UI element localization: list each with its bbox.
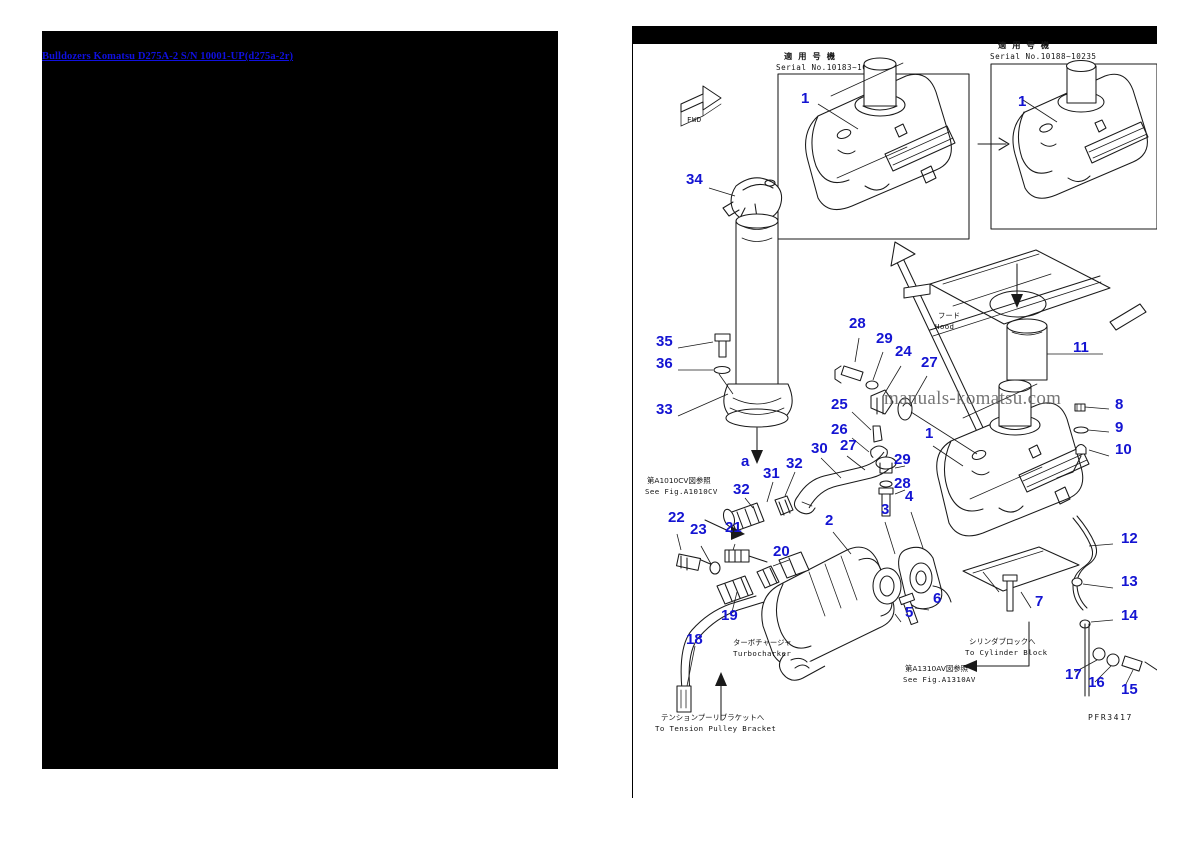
callout-2: 2 <box>825 512 833 529</box>
fig-av-en: See Fig.A1310AV <box>903 675 976 684</box>
fwd-label: FWD <box>687 115 702 124</box>
serial-left-jp: 適 用 号 機 <box>784 51 837 61</box>
callout-8: 8 <box>1115 396 1123 413</box>
callout-15: 15 <box>1121 681 1138 698</box>
tension-pulley-en: To Tension Pulley Bracket <box>655 724 776 733</box>
callout-28: 28 <box>894 475 911 492</box>
callout-36: 36 <box>656 355 673 372</box>
callout-30: 30 <box>811 440 828 457</box>
leader-35 <box>677 341 714 349</box>
callout-32: 32 <box>733 481 750 498</box>
parts-30-32-hose-cluster <box>722 451 906 532</box>
leader-7 <box>1020 591 1032 609</box>
callout-27: 27 <box>921 354 938 371</box>
hood-label-en: Hood <box>935 322 954 331</box>
callout-27: 27 <box>840 437 857 454</box>
callout-5: 5 <box>905 604 913 621</box>
callout-1: 1 <box>801 90 809 107</box>
muffler-mount-bracket <box>962 546 1080 612</box>
callout-33: 33 <box>656 401 673 418</box>
callout-23: 23 <box>690 521 707 538</box>
serial-inset-box-right: 適 用 号 機 Serial No.10188~10235 <box>990 40 1157 230</box>
hood-label-jp: フード <box>938 311 960 320</box>
callout-4: 4 <box>905 488 914 505</box>
callout-1: 1 <box>925 425 933 442</box>
callout-19: 19 <box>721 607 738 624</box>
hood-plate: フード Hood <box>903 249 1147 337</box>
turbo-label-en: Turbocharker <box>733 649 791 658</box>
callout-12: 12 <box>1121 530 1138 547</box>
inset-transfer-arrow <box>977 137 1010 151</box>
callout-22: 22 <box>668 509 685 526</box>
callout-18: 18 <box>686 631 703 648</box>
callout-35: 35 <box>656 333 673 350</box>
parts-18-23-hose <box>675 533 810 713</box>
callout-14: 14 <box>1121 607 1138 624</box>
callout-31: 31 <box>763 465 780 482</box>
cylinder-block-label: シリンダブロックへ To Cylinder Block <box>963 621 1048 672</box>
see-fig-a1310av: 第A1310AV図参照 See Fig.A1310AV <box>903 664 976 684</box>
parts-8-9-10 <box>1056 403 1110 479</box>
diagram-canvas: .ln{fill:none;stroke:#1a1a1a;stroke-widt… <box>633 26 1157 798</box>
muffler-inset-left <box>805 57 956 211</box>
fig-av-jp: 第A1310AV図参照 <box>905 664 969 673</box>
main-muffler-body <box>936 379 1090 537</box>
cyl-block-jp: シリンダブロックへ <box>969 637 1036 646</box>
serial-right-jp: 適 用 号 機 <box>998 40 1051 50</box>
callout-16: 16 <box>1088 674 1105 691</box>
callout-10: 10 <box>1115 441 1132 458</box>
leader-1-main <box>932 445 964 467</box>
serial-inset-box-left: 適 用 号 機 Serial No.10183~10187 <box>776 51 970 240</box>
callout-29: 29 <box>894 451 911 468</box>
callout-11: 11 <box>1073 339 1089 356</box>
callout-1: 1 <box>1018 93 1026 110</box>
drawing-code: PFR3417 <box>1088 713 1133 722</box>
parts-12-13-14-rods <box>1071 515 1114 697</box>
callout-34: 34 <box>686 171 703 188</box>
callout-a: a <box>741 453 750 470</box>
parts-diagram-panel: .ln{fill:none;stroke:#1a1a1a;stroke-widt… <box>632 26 1157 798</box>
serial-right-en: Serial No.10188~10235 <box>990 52 1097 61</box>
callout-20: 20 <box>773 543 790 560</box>
callout-26: 26 <box>831 421 848 438</box>
cyl-block-en: To Cylinder Block <box>965 648 1048 657</box>
section-a-arrow-left <box>751 427 763 464</box>
turbo-label-jp: ターボチャージャ <box>733 638 792 647</box>
parts-15-16-17 <box>1074 647 1157 687</box>
exhaust-pipe-assembly <box>713 213 793 428</box>
fig-cv-jp: 第A1010CV図参照 <box>647 476 711 485</box>
callout-32: 32 <box>786 455 803 472</box>
serial-left-en: Serial No.10183~10187 <box>776 63 883 72</box>
callout-25: 25 <box>831 396 848 413</box>
tension-pulley-jp: テンションプーリブラケットへ <box>661 713 765 722</box>
callout-6: 6 <box>933 590 941 607</box>
parts-24-29-cluster <box>834 337 978 461</box>
part-11-tail-pipe <box>1006 318 1048 381</box>
turbocharger-block <box>761 511 952 681</box>
muffler-inset-right <box>1012 59 1149 199</box>
part-34-clamp <box>722 177 783 223</box>
see-fig-a1010cv: 第A1010CV図参照 See Fig.A1010CV <box>645 476 745 540</box>
callout-17: 17 <box>1065 666 1082 683</box>
callout-9: 9 <box>1115 419 1123 436</box>
left-content-panel: Bulldozers Komatsu D275A-2 S/N 10001-UP(… <box>42 31 558 769</box>
callout-29: 29 <box>876 330 893 347</box>
callout-3: 3 <box>881 501 889 518</box>
fwd-direction-marker: FWD <box>680 85 722 127</box>
turbocharger-label: ターボチャージャ Turbocharker <box>733 638 792 658</box>
leader-34 <box>708 187 736 197</box>
callout-28: 28 <box>849 315 866 332</box>
callout-24: 24 <box>895 343 912 360</box>
callout-13: 13 <box>1121 573 1138 590</box>
page-title-link[interactable]: Bulldozers Komatsu D275A-2 S/N 10001-UP(… <box>42 51 294 62</box>
callout-7: 7 <box>1035 593 1043 610</box>
leader-33 <box>677 393 729 417</box>
exhaust-muffler-assembly-drawing: .ln{fill:none;stroke:#1a1a1a;stroke-widt… <box>645 40 1157 733</box>
callout-21: 21 <box>725 519 742 536</box>
diagram-top-bar <box>633 26 1157 44</box>
fig-cv-en: See Fig.A1010CV <box>645 487 718 496</box>
tension-pulley-leader: テンションプーリブラケットへ To Tension Pulley Bracket <box>655 672 776 733</box>
